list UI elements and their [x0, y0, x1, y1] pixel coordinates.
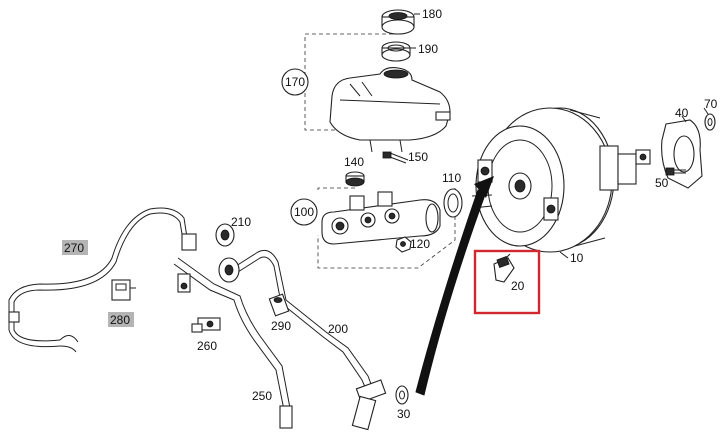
gray-label-270: 270 [62, 240, 88, 255]
grommet-icon [345, 171, 365, 187]
curved-arrow-icon [415, 176, 494, 396]
part-label-170: 170 [285, 75, 305, 89]
part-label-290: 290 [271, 319, 291, 333]
part-label-200: 200 [328, 322, 348, 336]
elbow-connector-icon [177, 273, 191, 293]
sensor-clip-icon-280 [111, 279, 136, 301]
part-label-20: 20 [511, 279, 525, 293]
bolt-icon [382, 151, 409, 164]
connector-icon-290 [268, 293, 290, 317]
brake-booster-group: 10 [471, 107, 651, 265]
part-label-140: 140 [344, 155, 364, 169]
brake-booster-icon [471, 107, 651, 253]
label-circle-170 [281, 68, 309, 96]
part-label-280: 280 [110, 313, 130, 327]
highlighted-part-20: 20 [473, 249, 541, 315]
label-circle-100 [290, 198, 318, 226]
hose-250-icon [173, 263, 285, 411]
bolt-icon-50 [665, 167, 686, 176]
vacuum-sensor-icon [493, 253, 515, 283]
reservoir-seal-icon [381, 41, 411, 62]
washer-icon [704, 113, 716, 131]
hose-group [8, 207, 387, 431]
part-label-40: 40 [675, 106, 689, 120]
clamp-icon [218, 257, 240, 283]
part-label-10: 10 [570, 251, 584, 265]
part-label-250: 250 [252, 389, 272, 403]
part-label-50: 50 [655, 176, 669, 190]
part-label-100: 100 [294, 205, 314, 219]
part-label-190: 190 [418, 42, 438, 56]
gray-label-280: 280 [108, 312, 134, 327]
nut-icon [395, 236, 412, 253]
hose-200-icon [235, 249, 375, 393]
o-ring-icon [443, 188, 463, 218]
bracket-icon-260 [191, 317, 221, 333]
hose-270-icon [13, 212, 185, 342]
fittings-group: 210 290 260 200 250 30 [111, 215, 411, 421]
red-highlight-box [473, 249, 541, 315]
part-label-120: 120 [410, 237, 430, 251]
reservoir-cap-icon [381, 9, 415, 35]
part-label-260: 260 [197, 339, 217, 353]
part-label-210: 210 [231, 215, 251, 229]
part-label-270: 270 [64, 241, 84, 255]
master-cylinder-icon [321, 191, 441, 245]
gasket-group: 40 70 50 [655, 97, 718, 190]
part-label-150: 150 [408, 150, 428, 164]
part-label-180: 180 [422, 7, 442, 21]
fluid-reservoir-icon [329, 67, 451, 153]
master-cylinder-group: 100 140 150 110 120 [290, 150, 463, 269]
part-label-30: 30 [397, 407, 411, 421]
part-label-70: 70 [704, 97, 718, 111]
part-label-110: 110 [442, 171, 461, 185]
washer-icon-30 [395, 385, 409, 405]
clamp-icon-210 [215, 223, 235, 247]
reservoir-group: 170 180 190 [281, 7, 451, 153]
group-bracket-100 [317, 188, 456, 269]
